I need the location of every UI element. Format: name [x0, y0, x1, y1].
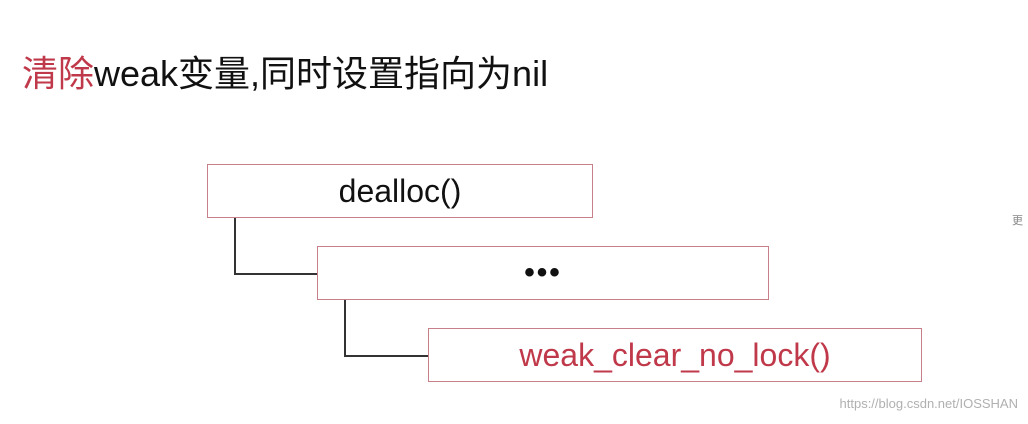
dealloc-label: dealloc() [338, 172, 462, 209]
dealloc-box: dealloc() [207, 164, 593, 218]
slide-title: 清除weak变量,同时设置指向为nil [22, 52, 548, 96]
ellipsis-label: ••• [524, 256, 562, 289]
connector-1-vertical [234, 218, 236, 274]
connector-2-horizontal [344, 355, 429, 357]
title-highlight: 清除 [22, 53, 95, 94]
side-more-label: 更 [1012, 215, 1023, 227]
weak-clear-box: weak_clear_no_lock() [428, 328, 922, 382]
weak-clear-label: weak_clear_no_lock() [519, 336, 831, 373]
ellipsis-box: ••• [317, 246, 769, 300]
connector-2-vertical [344, 300, 346, 356]
watermark-url: https://blog.csdn.net/IOSSHAN [839, 396, 1018, 411]
connector-1-horizontal [234, 273, 318, 275]
title-rest: weak变量,同时设置指向为nil [94, 53, 549, 94]
